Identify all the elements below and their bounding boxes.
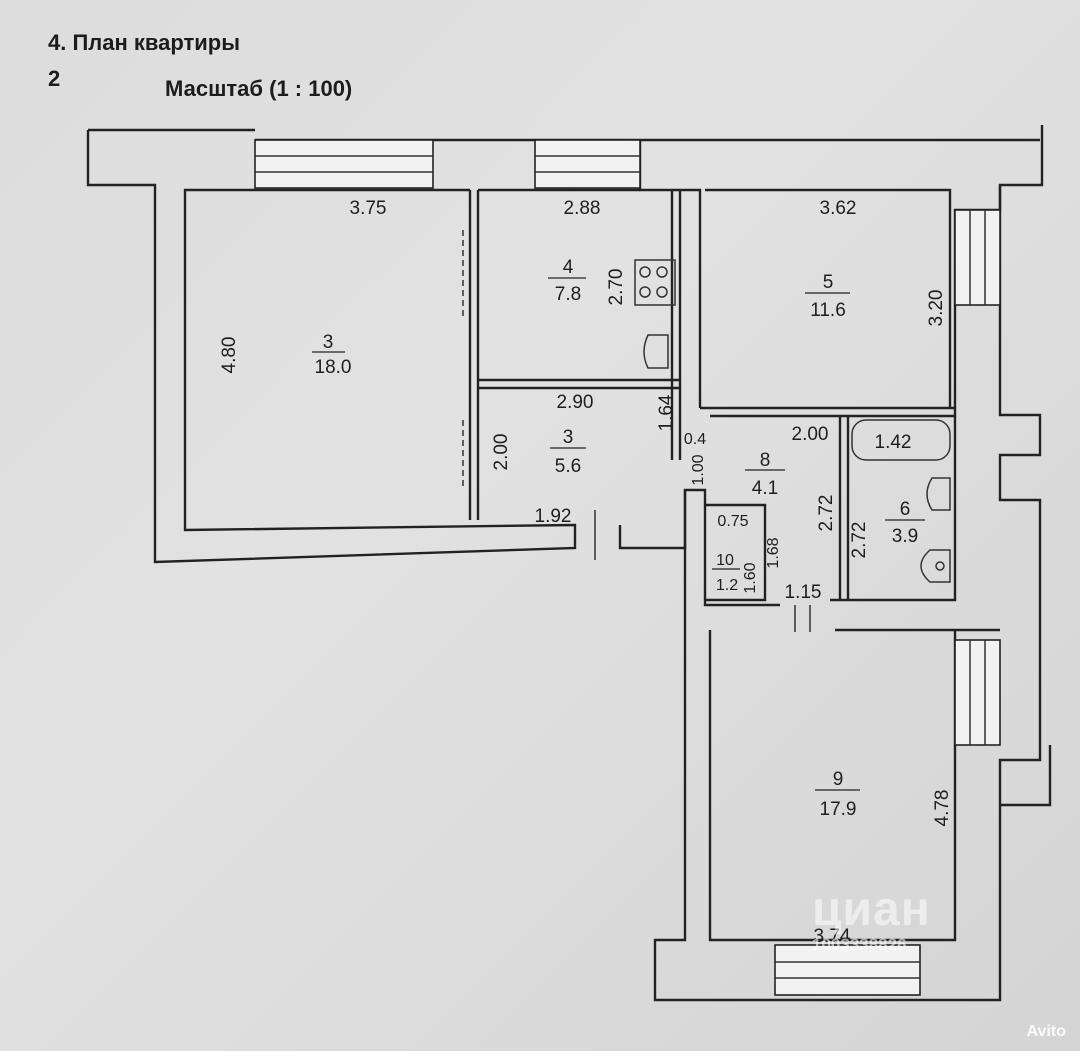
dim-1-92: 1.92 xyxy=(535,506,572,527)
room-3-small-area: 5.6 xyxy=(555,456,581,477)
dim-1-68: 1.68 xyxy=(765,537,782,568)
room-10-num: 10 xyxy=(716,552,734,569)
partitions xyxy=(462,230,811,632)
avito-watermark: Avito xyxy=(1026,1023,1066,1040)
dim-0-4: 0.4 xyxy=(684,431,706,448)
room-8-area: 4.1 xyxy=(752,478,778,499)
room-4-num: 4 xyxy=(563,257,574,278)
dim-2-00-right: 2.00 xyxy=(792,424,829,445)
dim-1-60: 1.60 xyxy=(742,562,759,593)
dim-4-80: 4.80 xyxy=(219,337,240,374)
bathtub-icon xyxy=(851,419,951,461)
cian-watermark-brand: циан xyxy=(812,883,931,936)
dim-3-75: 3.75 xyxy=(350,198,387,219)
dim-2-90: 2.90 xyxy=(557,392,594,413)
room-labels: 3 18.0 4 7.8 5 11.6 3 5.6 8 4.1 6 3.9 10… xyxy=(312,257,925,820)
dim-1-15: 1.15 xyxy=(785,582,822,603)
room-6-area: 3.9 xyxy=(892,526,918,547)
windows xyxy=(254,139,1001,996)
dim-3-62: 3.62 xyxy=(820,198,857,219)
fixtures xyxy=(634,259,951,583)
dim-3-74: 3.74 xyxy=(814,926,851,947)
dim-3-20: 3.20 xyxy=(926,290,947,327)
scale-label: Масштаб (1 : 100) xyxy=(165,76,353,101)
dim-2-88: 2.88 xyxy=(564,198,601,219)
dim-1-00: 1.00 xyxy=(690,454,707,485)
room-4-area: 7.8 xyxy=(555,284,581,305)
room-3-small-num: 3 xyxy=(563,427,574,448)
room-8-num: 8 xyxy=(760,450,771,471)
outer-walls xyxy=(86,125,1052,1002)
dim-1-64: 1.64 xyxy=(656,394,677,431)
room-5-area: 11.6 xyxy=(810,300,846,321)
dim-4-78: 4.78 xyxy=(932,790,953,827)
room-3-large-num: 3 xyxy=(323,332,334,353)
room-9-num: 9 xyxy=(833,769,844,790)
dim-2-70: 2.70 xyxy=(606,269,627,306)
stove-icon xyxy=(634,259,676,306)
cian-watermark-id: 1003338826 xyxy=(812,935,907,954)
dim-2-72-a: 2.72 xyxy=(816,495,837,532)
room-5-num: 5 xyxy=(823,272,834,293)
dim-1-42: 1.42 xyxy=(875,432,912,453)
room-9-area: 17.9 xyxy=(820,799,857,820)
sink-icon xyxy=(643,334,669,369)
floor-number: 2 xyxy=(48,66,61,91)
room-3-large-area: 18.0 xyxy=(315,357,352,378)
room-10-area: 1.2 xyxy=(716,577,738,594)
cian-watermark: циан xyxy=(812,882,931,937)
dimension-labels: 3.75 2.88 3.62 4.80 2.70 3.20 2.90 1.64 … xyxy=(219,198,953,947)
dim-0-75: 0.75 xyxy=(717,513,748,530)
washbasin-icon xyxy=(926,477,951,511)
plan-title: 4. План квартиры xyxy=(48,30,241,55)
room-6-num: 6 xyxy=(900,499,911,520)
toilet-icon xyxy=(920,549,951,583)
dim-2-00-left: 2.00 xyxy=(491,434,512,471)
dim-2-72-b: 2.72 xyxy=(849,522,870,559)
